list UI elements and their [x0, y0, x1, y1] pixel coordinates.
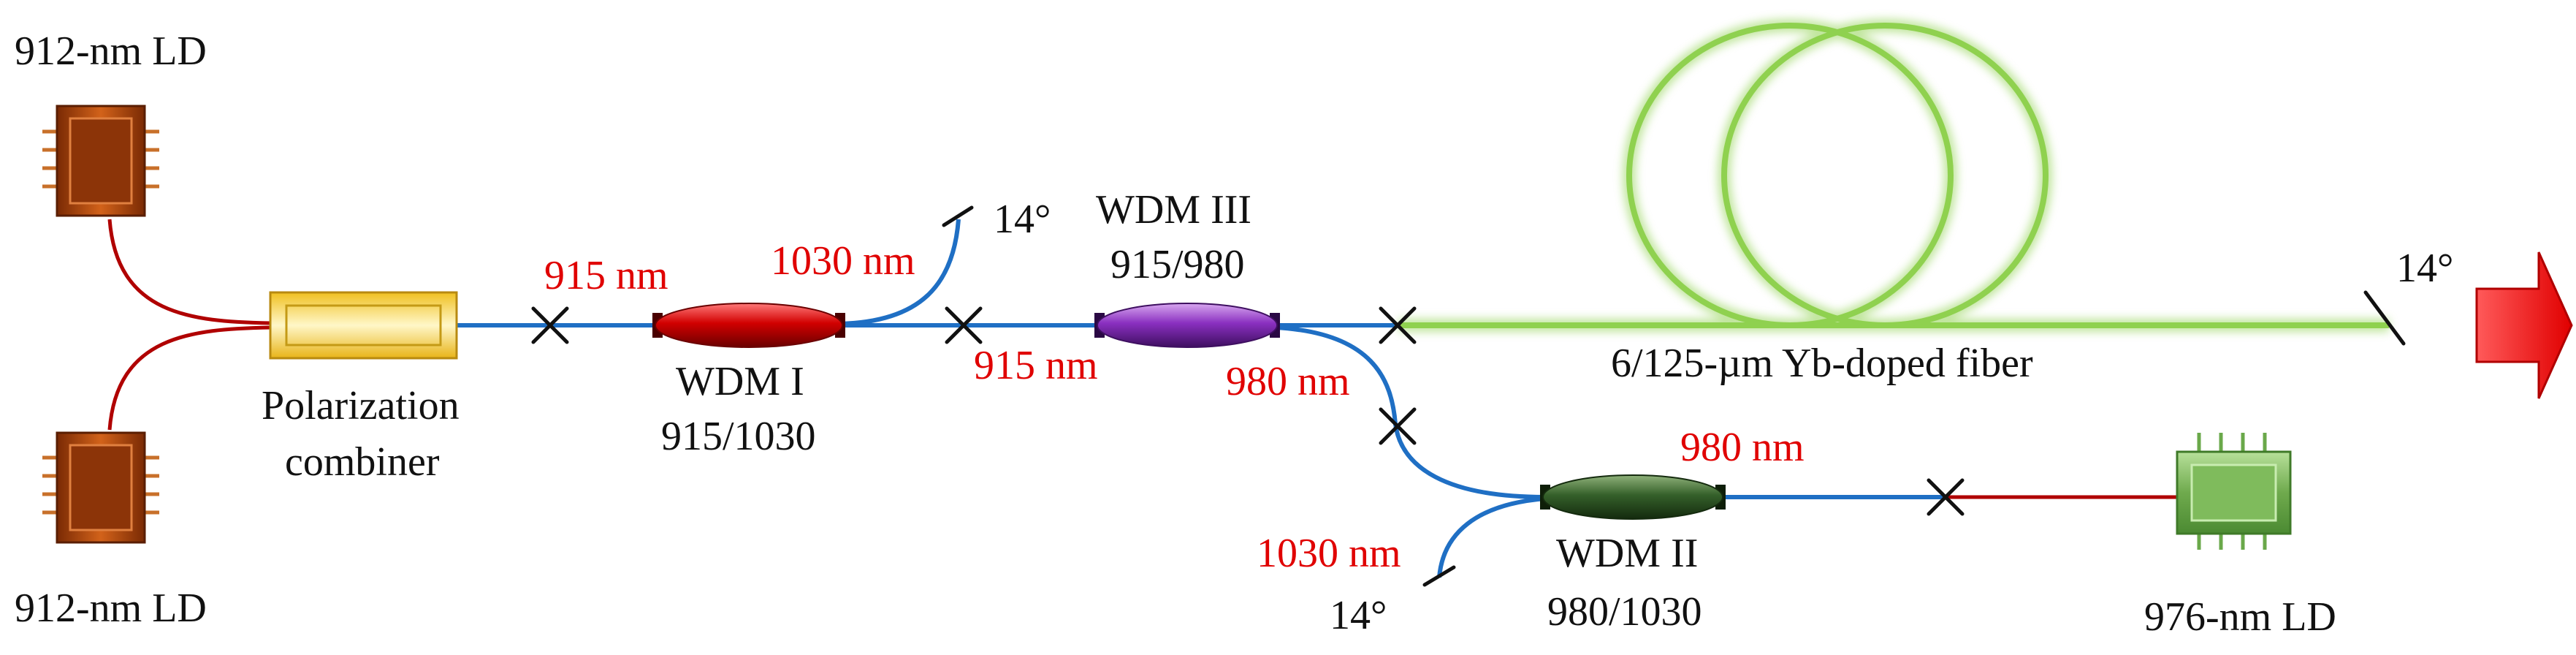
label-wdm1-name: WDM I: [676, 359, 804, 404]
yb-doped-fiber: [1399, 19, 2389, 332]
splice-mark-3: [1379, 306, 1417, 344]
label-ld-976: 976-nm LD: [2144, 594, 2336, 640]
label-angle-output: 14°: [2396, 246, 2453, 291]
label-1030nm-a: 1030 nm: [771, 238, 915, 284]
label-combiner-line2: combiner: [285, 439, 440, 485]
splice-mark-2: [945, 306, 983, 344]
splice-mark-5: [1927, 478, 1965, 516]
label-wdm3-name: WDM III: [1096, 187, 1251, 232]
splice-mark-4: [1379, 407, 1417, 445]
angle-cleave-wdm1: [942, 205, 974, 227]
label-ld-912-bottom: 912-nm LD: [15, 586, 207, 631]
polarization-combiner: [269, 291, 458, 360]
label-980nm-b: 980 nm: [1680, 425, 1805, 470]
ld-912-top: [42, 105, 159, 217]
label-angle-wdm2: 14°: [1330, 593, 1387, 638]
wdm-3: [1094, 303, 1280, 348]
wdm-2: [1540, 474, 1726, 520]
label-combiner-line1: Polarization: [262, 383, 460, 428]
angle-cleave-output: [2363, 290, 2406, 346]
ld-976: [2176, 433, 2292, 550]
label-980nm-a: 980 nm: [1226, 359, 1350, 404]
angle-cleave-wdm2: [1422, 565, 1456, 587]
fiber-wdm2-1030-branch: [1437, 496, 1546, 578]
ld-912-bottom: [42, 431, 159, 544]
label-915nm-a: 915 nm: [544, 253, 668, 298]
fiber-wdm1-1030-branch: [839, 219, 961, 326]
label-angle-wdm1: 14°: [994, 197, 1051, 242]
label-wdm3-spec: 915/980: [1110, 242, 1245, 287]
label-915nm-b: 915 nm: [974, 343, 1098, 388]
fiber-ld-bottom-to-combiner: [107, 325, 271, 431]
label-wdm2-spec: 980/1030: [1547, 589, 1702, 635]
label-yb-fiber: 6/125-µm Yb-doped fiber: [1611, 341, 2033, 386]
wdm-1: [652, 303, 845, 348]
fiber-ld-top-to-combiner: [107, 219, 271, 325]
splice-mark-1: [531, 306, 569, 344]
label-wdm1-spec: 915/1030: [661, 414, 816, 459]
output-arrow-icon: [2475, 251, 2573, 399]
label-wdm2-name: WDM II: [1556, 531, 1698, 576]
label-ld-912-top: 912-nm LD: [15, 29, 207, 74]
label-1030nm-b: 1030 nm: [1257, 531, 1401, 576]
